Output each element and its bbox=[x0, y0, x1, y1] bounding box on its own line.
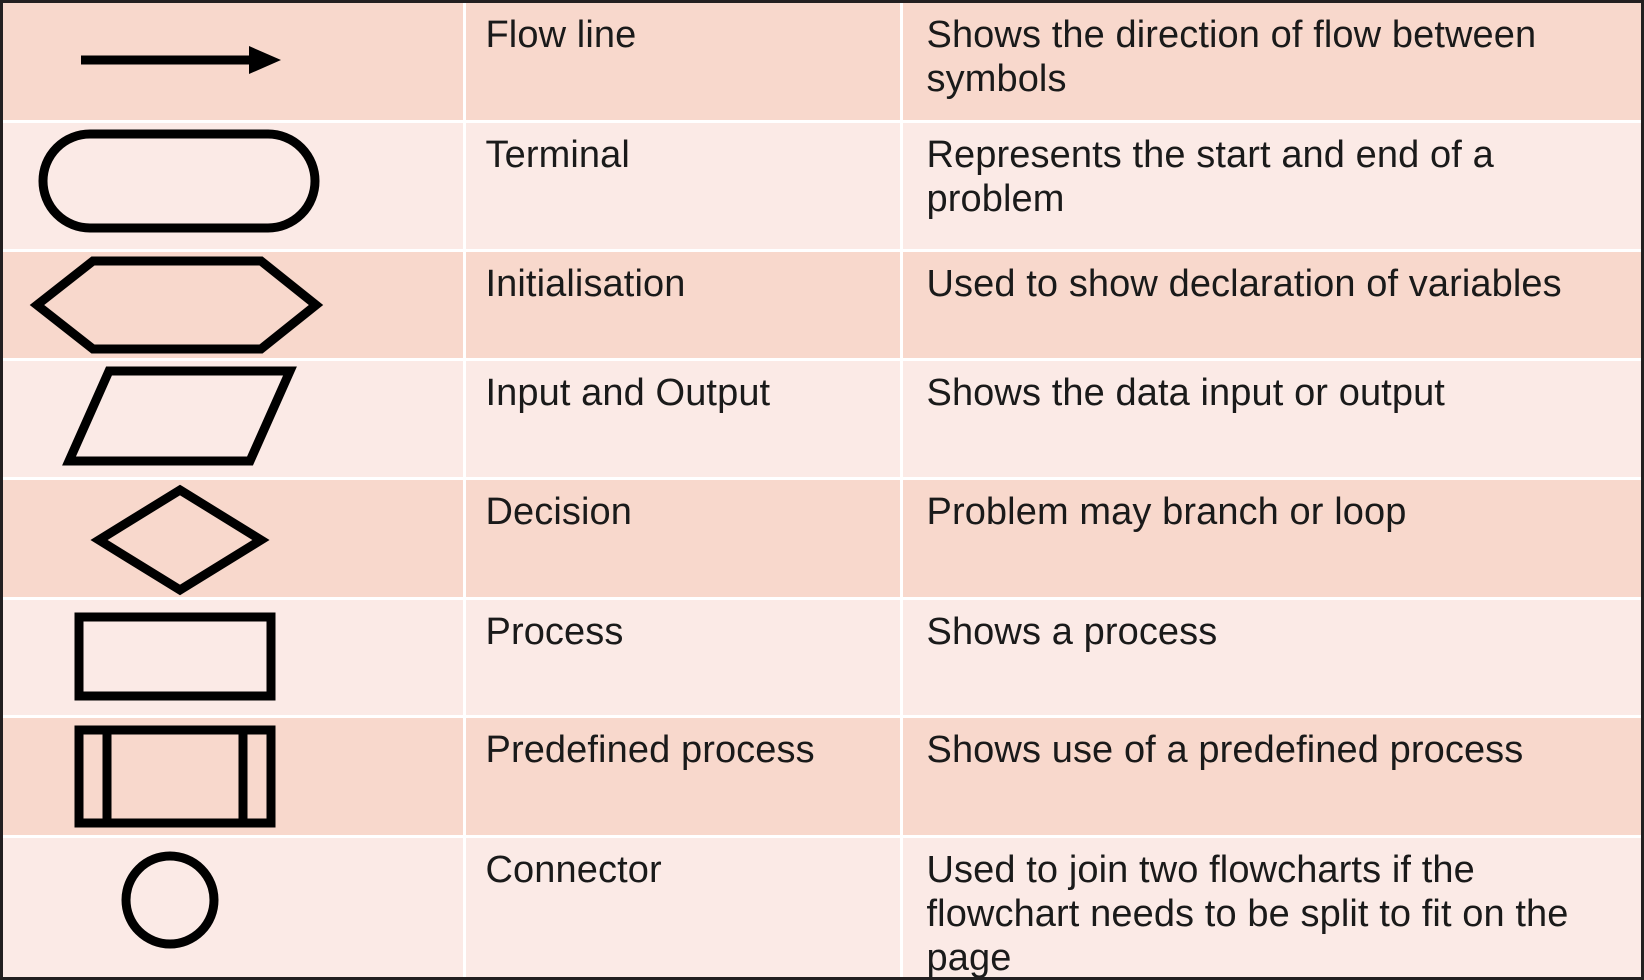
table-row: Decision Problem may branch or loop bbox=[3, 478, 1641, 600]
symbol-name: Input and Output bbox=[485, 372, 771, 414]
symbol-name: Connector bbox=[485, 849, 662, 891]
symbol-name-cell: Flow line bbox=[464, 3, 903, 123]
symbol-description-cell: Shows the direction of flow between symb… bbox=[901, 3, 1641, 123]
table-row: Input and Output Shows the data input or… bbox=[3, 359, 1641, 480]
symbol-name: Terminal bbox=[485, 134, 630, 176]
symbol-name-cell: Terminal bbox=[464, 121, 903, 252]
symbol-cell bbox=[3, 478, 466, 600]
predefined-process-icon bbox=[74, 725, 276, 828]
initialisation-hexagon-icon bbox=[29, 256, 324, 354]
flow-line-arrow-icon bbox=[81, 46, 281, 74]
symbol-cell bbox=[3, 121, 466, 252]
connector-circle-icon bbox=[121, 851, 219, 949]
input-output-parallelogram-icon bbox=[62, 366, 297, 466]
symbol-name-cell: Predefined process bbox=[464, 716, 903, 838]
symbol-description: Shows use of a predefined process bbox=[926, 729, 1524, 771]
symbol-description-cell: Used to show declaration of variables bbox=[901, 250, 1641, 361]
symbol-cell bbox=[3, 359, 466, 480]
symbol-description: Shows the data input or output bbox=[926, 372, 1445, 414]
symbol-name-cell: Input and Output bbox=[464, 359, 903, 480]
symbol-cell bbox=[3, 598, 466, 718]
table-row: Connector Used to join two flowcharts if… bbox=[3, 836, 1641, 980]
flowchart-symbols-table: Flow line Shows the direction of flow be… bbox=[3, 3, 1641, 980]
terminal-stadium-icon bbox=[38, 129, 320, 233]
symbol-description-cell: Shows the data input or output bbox=[901, 359, 1641, 480]
symbol-name: Process bbox=[485, 611, 624, 653]
table-row: Predefined process Shows use of a predef… bbox=[3, 716, 1641, 838]
process-rectangle-icon bbox=[74, 612, 276, 701]
table-row: Process Shows a process bbox=[3, 598, 1641, 718]
symbol-name-cell: Process bbox=[464, 598, 903, 718]
symbol-description: Used to show declaration of variables bbox=[926, 263, 1562, 305]
symbol-description-cell: Used to join two flowcharts if the flowc… bbox=[901, 836, 1641, 980]
table-row: Terminal Represents the start and end of… bbox=[3, 121, 1641, 252]
symbol-name-cell: Decision bbox=[464, 478, 903, 600]
table-row: Flow line Shows the direction of flow be… bbox=[3, 3, 1641, 123]
symbol-description: Shows the direction of flow between symb… bbox=[926, 14, 1537, 101]
symbol-description: Represents the start and end of a proble… bbox=[926, 134, 1494, 221]
symbol-description-cell: Shows a process bbox=[901, 598, 1641, 718]
symbol-name: Predefined process bbox=[485, 729, 815, 771]
symbol-name-cell: Connector bbox=[464, 836, 903, 977]
symbol-cell bbox=[3, 250, 466, 361]
symbol-description-cell: Shows use of a predefined process bbox=[901, 716, 1641, 838]
symbol-cell bbox=[3, 3, 466, 123]
symbol-description: Used to join two flowcharts if the flowc… bbox=[926, 849, 1569, 980]
symbol-description-cell: Problem may branch or loop bbox=[901, 478, 1641, 600]
decision-diamond-icon bbox=[90, 484, 270, 596]
symbol-description: Problem may branch or loop bbox=[926, 491, 1407, 533]
symbol-name: Decision bbox=[485, 491, 633, 533]
table-row: Initialisation Used to show declaration … bbox=[3, 250, 1641, 361]
symbol-description: Shows a process bbox=[926, 611, 1218, 653]
symbol-cell bbox=[3, 836, 466, 977]
symbol-name: Flow line bbox=[485, 14, 637, 56]
symbol-name: Initialisation bbox=[485, 263, 686, 305]
symbol-description-cell: Represents the start and end of a proble… bbox=[901, 121, 1641, 252]
symbol-cell bbox=[3, 716, 466, 838]
symbol-name-cell: Initialisation bbox=[464, 250, 903, 361]
